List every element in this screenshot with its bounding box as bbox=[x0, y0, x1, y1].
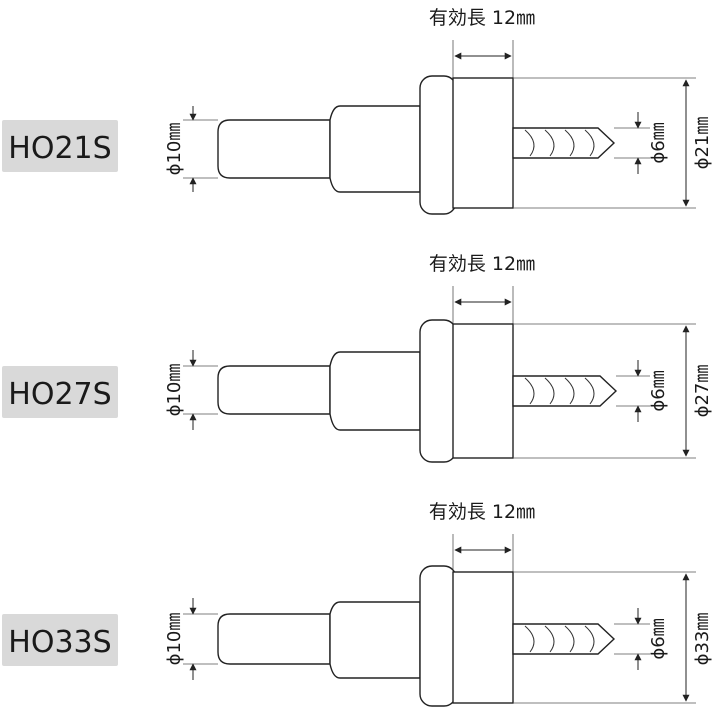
pilot-drill bbox=[512, 127, 616, 159]
model-label: HO33S bbox=[8, 625, 111, 660]
model-label: HO21S bbox=[8, 131, 111, 166]
model-label: HO27S bbox=[8, 377, 111, 412]
cutter-diameter-label: ϕ21㎜ bbox=[692, 117, 713, 170]
tool-drawing-ho27s: HO27S 有効長 12㎜ ϕ10㎜ ϕ6㎜ ϕ27㎜ bbox=[2, 253, 713, 463]
shank-diameter-label: ϕ10㎜ bbox=[164, 364, 185, 417]
model-label-background bbox=[2, 366, 118, 418]
tool-drawing-ho21s: HO21S 有効長 12㎜ ϕ10㎜ ϕ6㎜ bbox=[2, 7, 713, 215]
model-label-background bbox=[2, 614, 118, 666]
flange bbox=[419, 75, 457, 215]
pilot-drill bbox=[512, 623, 616, 655]
shank bbox=[217, 365, 331, 415]
cutter-body bbox=[452, 571, 514, 704]
pilot-drill-diameter-label: ϕ6㎜ bbox=[648, 370, 669, 411]
model-label-background bbox=[2, 120, 118, 172]
cutter-diameter-label: ϕ27㎜ bbox=[692, 365, 713, 418]
pilot-drill bbox=[512, 375, 618, 407]
cutter-body bbox=[452, 323, 514, 459]
shank-diameter-label: ϕ10㎜ bbox=[164, 613, 185, 666]
effective-length-label: 有効長 12㎜ bbox=[429, 7, 535, 29]
body-neck bbox=[329, 601, 421, 679]
shank bbox=[217, 613, 331, 665]
body-neck bbox=[329, 351, 421, 431]
effective-length-label: 有効長 12㎜ bbox=[429, 501, 535, 523]
body-neck bbox=[329, 105, 421, 193]
cutter-body bbox=[452, 77, 514, 209]
effective-length-label: 有効長 12㎜ bbox=[429, 253, 535, 275]
shank-diameter-label: ϕ10㎜ bbox=[164, 123, 185, 176]
flange bbox=[419, 319, 457, 463]
pilot-drill-diameter-label: ϕ6㎜ bbox=[648, 618, 669, 659]
pilot-drill-diameter-label: ϕ6㎜ bbox=[648, 122, 669, 163]
flange bbox=[419, 565, 457, 707]
shank bbox=[217, 119, 331, 179]
tool-drawing-ho33s: HO33S 有効長 12㎜ ϕ10㎜ ϕ6㎜ ϕ33㎜ bbox=[2, 501, 713, 707]
cutter-diameter-label: ϕ33㎜ bbox=[692, 613, 713, 666]
